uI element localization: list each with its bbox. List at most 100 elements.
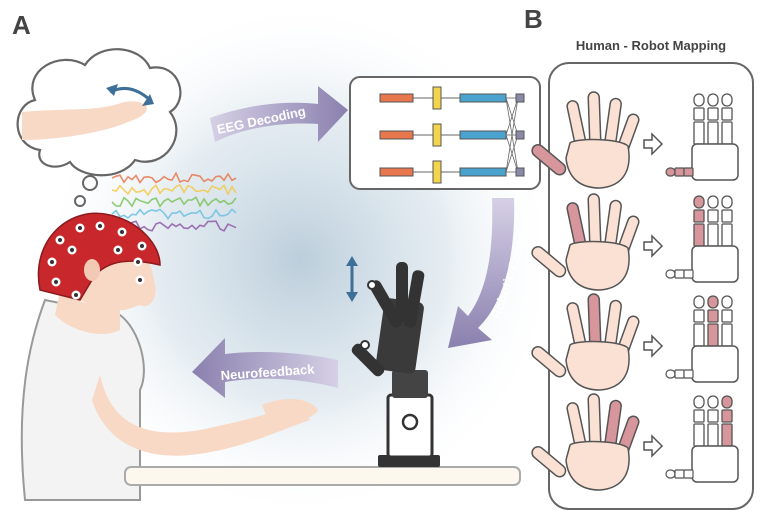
robot-finger-segment bbox=[707, 409, 719, 423]
shirt bbox=[20, 298, 145, 501]
robot-thumb-segment bbox=[665, 269, 676, 279]
neurofeedback-label: Neurofeedback bbox=[220, 361, 316, 383]
panel-b-label: B bbox=[524, 4, 543, 34]
robot-finger-segment bbox=[693, 409, 705, 423]
electrode-dot bbox=[116, 248, 120, 252]
robot-hand-icon bbox=[665, 195, 739, 283]
mapping-row-ring-pinky bbox=[531, 393, 739, 491]
robot-thumb-segment bbox=[665, 469, 676, 479]
fully-connected-line bbox=[505, 97, 519, 136]
input-layer-block bbox=[379, 130, 414, 140]
input-layer-block bbox=[379, 93, 414, 103]
robot-finger-segment bbox=[707, 395, 719, 409]
robot-thumb-segment bbox=[674, 269, 685, 279]
robot-finger-segment bbox=[693, 195, 705, 209]
robot-finger-segment bbox=[693, 323, 705, 347]
robot-palm bbox=[691, 445, 739, 483]
robot-palm bbox=[691, 245, 739, 283]
conv-layer-block bbox=[432, 160, 442, 184]
dense-layer-block bbox=[459, 130, 507, 140]
fully-connected-line bbox=[505, 97, 519, 173]
output-node bbox=[515, 93, 525, 103]
robot-finger-segment bbox=[707, 93, 719, 107]
person bbox=[20, 212, 318, 501]
robot-finger-segment bbox=[693, 107, 705, 121]
robot-finger-segment bbox=[693, 121, 705, 145]
electrode-dot bbox=[78, 226, 82, 230]
panel-a-label: A bbox=[12, 10, 31, 40]
robot-thumb-segment bbox=[674, 369, 685, 379]
eeg-signals bbox=[111, 171, 237, 232]
human-hand-icon bbox=[531, 293, 640, 391]
robot-finger-segment bbox=[693, 423, 705, 447]
robot-thumb-segment bbox=[665, 167, 676, 177]
robot-thumb-segment bbox=[683, 167, 694, 177]
robot-finger-segment bbox=[707, 423, 719, 447]
robot-finger-segment bbox=[721, 195, 733, 209]
fully-connected-line bbox=[505, 134, 519, 173]
right-arrow-icon bbox=[643, 234, 664, 258]
electrode-dot bbox=[50, 260, 54, 264]
electrode-dot bbox=[70, 248, 74, 252]
down-arrow-icon bbox=[346, 292, 358, 302]
robot-finger-segment bbox=[721, 409, 733, 423]
up-arrow-icon bbox=[346, 256, 358, 266]
right-arrow-icon bbox=[643, 132, 664, 156]
electrode-dot bbox=[136, 260, 140, 264]
mapping-row-middle bbox=[531, 293, 739, 391]
palm bbox=[565, 138, 630, 189]
dense-layer-block bbox=[459, 167, 507, 177]
palm bbox=[565, 340, 630, 391]
eeg-wave bbox=[111, 208, 237, 220]
finger-thumb bbox=[531, 245, 567, 278]
eeg-cap bbox=[37, 212, 161, 301]
decoder-network bbox=[349, 76, 541, 190]
robot-finger-segment bbox=[721, 309, 733, 323]
robot-hand-icon bbox=[665, 295, 739, 383]
electrode-dot bbox=[58, 238, 62, 242]
robot-finger-segment bbox=[707, 107, 719, 121]
eeg-wave bbox=[111, 171, 237, 185]
human-hand-icon bbox=[531, 91, 640, 189]
robot-finger-segment bbox=[721, 323, 733, 347]
electrode-dot bbox=[54, 280, 58, 284]
right-arrow-icon bbox=[643, 434, 664, 458]
robot-finger-segment bbox=[707, 195, 719, 209]
robot-thumb-segment bbox=[674, 469, 685, 479]
mapping-row-index bbox=[531, 193, 739, 291]
robot-finger-segment bbox=[693, 209, 705, 223]
robot-finger-segment bbox=[721, 121, 733, 145]
imagined-hand-icon bbox=[22, 101, 147, 140]
electrode-dot bbox=[74, 293, 78, 297]
arm bbox=[92, 375, 310, 456]
human-hand-icon bbox=[531, 393, 640, 491]
right-arrow-icon bbox=[643, 334, 664, 358]
robot-finger-segment bbox=[693, 309, 705, 323]
finger-thumb bbox=[531, 445, 567, 478]
electrode-dot bbox=[120, 230, 124, 234]
electrode-dot bbox=[138, 278, 142, 282]
eeg-wave bbox=[111, 184, 237, 197]
robot-finger-segment bbox=[721, 93, 733, 107]
robot-palm bbox=[691, 143, 739, 181]
eeg-wave bbox=[111, 220, 237, 232]
robot-thumb-segment bbox=[674, 167, 685, 177]
robot-finger-segment bbox=[721, 295, 733, 309]
robot-thumb-segment bbox=[665, 369, 676, 379]
robot-finger-segment bbox=[707, 295, 719, 309]
conv-layer-block bbox=[432, 86, 442, 110]
robot-thumb-segment bbox=[683, 369, 694, 379]
table bbox=[124, 466, 521, 486]
finger-thumb bbox=[531, 143, 567, 176]
finger-thumb bbox=[531, 345, 567, 378]
robot-finger-segment bbox=[721, 107, 733, 121]
palm bbox=[565, 240, 630, 291]
electrode-dot bbox=[140, 244, 144, 248]
panel-b-title: Human - Robot Mapping bbox=[576, 38, 726, 53]
robot-finger-segment bbox=[721, 209, 733, 223]
robot-arm bbox=[346, 256, 440, 467]
robot-thumb-segment bbox=[683, 269, 694, 279]
robot-finger-segment bbox=[707, 309, 719, 323]
robot-hand-icon bbox=[665, 93, 739, 181]
